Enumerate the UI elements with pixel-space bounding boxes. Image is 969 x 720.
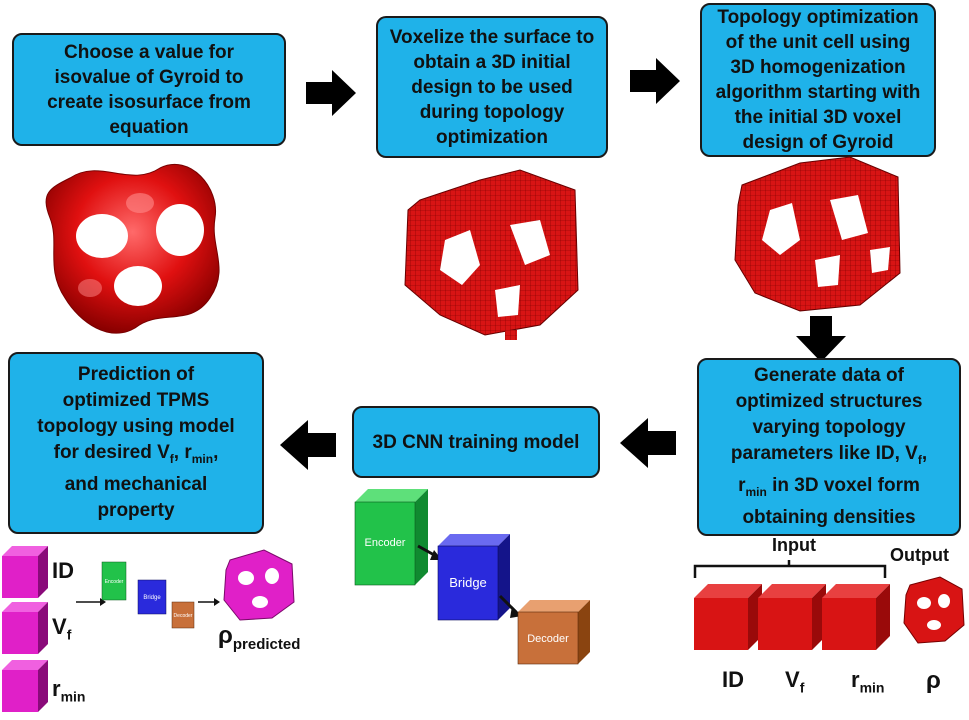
encoder-text: Encoder bbox=[365, 537, 406, 549]
mini-decoder-block: Decoder bbox=[171, 601, 195, 629]
down-arrow-icon bbox=[796, 316, 846, 362]
output-label: Output bbox=[890, 545, 949, 565]
encoder-block: Encoder bbox=[354, 489, 428, 586]
input-cube-vf bbox=[758, 584, 826, 650]
step-cnn-training-box: 3D CNN training model bbox=[352, 406, 600, 478]
step-generate-data-box: Generate data of optimized structures va… bbox=[697, 358, 961, 536]
step-isovalue-text: Choose a value for isovalue of Gyroid to… bbox=[47, 41, 251, 138]
right-arrow-1-icon bbox=[306, 70, 356, 116]
left-arrow-1-icon bbox=[620, 418, 676, 468]
step-topology-optimization-text: Topology optimization of the unit cell u… bbox=[715, 7, 921, 153]
data-id-label: ID bbox=[722, 667, 744, 692]
step6-line4-mid: , r bbox=[173, 442, 192, 464]
step6-line6: property bbox=[97, 499, 175, 521]
input-cube-id bbox=[694, 584, 762, 650]
input-brace-icon bbox=[693, 560, 887, 578]
step4-line1: Generate data of bbox=[754, 365, 904, 387]
step6-line2: optimized TPMS bbox=[62, 390, 210, 412]
input-cube-rmin bbox=[822, 584, 890, 650]
step-prediction-box: Prediction of optimized TPMS topology us… bbox=[8, 352, 264, 534]
step4-line2: optimized structures bbox=[735, 391, 923, 413]
data-vf-sub: f bbox=[799, 679, 805, 696]
step4-line4-sub: f bbox=[917, 453, 922, 467]
step4-line5-sub: min bbox=[745, 484, 767, 499]
left-arrow-2-icon bbox=[280, 420, 336, 470]
bridge-text: Bridge bbox=[449, 575, 487, 590]
decoder-text: Decoder bbox=[527, 633, 569, 645]
data-vf-label: Vf bbox=[785, 667, 804, 695]
data-rmin-main: r bbox=[851, 667, 860, 692]
output-density-image bbox=[903, 576, 965, 644]
step-topology-optimization-box: Topology optimization of the unit cell u… bbox=[700, 3, 936, 157]
voxelized-gyroid-image bbox=[404, 169, 579, 340]
step6-line4: for desired V bbox=[53, 442, 170, 464]
pred-vf-label: Vf bbox=[52, 614, 71, 642]
data-rmin-sub: min bbox=[859, 679, 885, 696]
step4-line4: parameters like ID, V bbox=[730, 443, 918, 465]
step4-line5-end: in 3D voxel form bbox=[766, 475, 920, 496]
step6-line4-sub: f bbox=[169, 451, 174, 466]
bridge-block: Bridge bbox=[437, 534, 510, 621]
step6-line4-sub2: min bbox=[191, 451, 214, 466]
mini-bridge-text: Bridge bbox=[143, 595, 161, 601]
step4-line6: obtaining densities bbox=[742, 506, 916, 528]
step6-line4-end: , bbox=[213, 442, 219, 464]
input-label: Input bbox=[772, 535, 816, 555]
pred-mini-cnn-diagram: Encoder Bridge Decoder bbox=[76, 561, 220, 629]
pred-stack-rmin bbox=[2, 660, 48, 712]
predicted-density-image bbox=[223, 549, 295, 621]
pred-vf-sub: f bbox=[66, 626, 72, 643]
right-arrow-2-icon bbox=[630, 58, 680, 104]
step-isovalue-box: Choose a value for isovalue of Gyroid to… bbox=[12, 33, 286, 146]
step-voxelize-text: Voxelize the surface to obtain a 3D init… bbox=[389, 26, 595, 148]
step4-line5: r bbox=[738, 475, 746, 496]
mini-decoder-text: Decoder bbox=[174, 613, 193, 619]
pred-rho-sub: predicted bbox=[232, 635, 301, 653]
step6-line5: and mechanical bbox=[64, 473, 208, 495]
optimized-unit-cell-image bbox=[734, 156, 901, 312]
step6-line1: Prediction of bbox=[77, 364, 195, 386]
mini-encoder-block: Encoder bbox=[101, 561, 127, 601]
step4-line4-end: , bbox=[921, 443, 928, 465]
gyroid-isosurface-image bbox=[45, 163, 220, 334]
pred-stack-id bbox=[2, 546, 48, 598]
pred-vf-main: V bbox=[52, 614, 67, 639]
pred-rho-label: ρpredicted bbox=[218, 622, 300, 653]
step-voxelize-box: Voxelize the surface to obtain a 3D init… bbox=[376, 16, 608, 158]
cnn-architecture-diagram: Encoder Bridge Decoder bbox=[354, 489, 590, 665]
data-rho-label: ρ bbox=[926, 667, 941, 694]
mini-encoder-text: Encoder bbox=[105, 579, 124, 585]
pred-stack-vf bbox=[2, 602, 48, 654]
step4-line3: varying topology bbox=[752, 417, 906, 439]
pred-id-label: ID bbox=[52, 558, 74, 583]
step6-line3: topology using model bbox=[37, 416, 235, 438]
step-cnn-training-text: 3D CNN training model bbox=[372, 431, 580, 453]
data-rmin-label: rmin bbox=[851, 667, 884, 695]
mini-bridge-block: Bridge bbox=[137, 579, 167, 615]
pred-rmin-main: r bbox=[52, 676, 61, 701]
decoder-block: Decoder bbox=[517, 600, 590, 665]
data-vf-main: V bbox=[785, 667, 800, 692]
pred-rho-main: ρ bbox=[218, 622, 233, 649]
pred-rmin-label: rmin bbox=[52, 676, 85, 704]
pred-rmin-sub: min bbox=[60, 688, 86, 705]
